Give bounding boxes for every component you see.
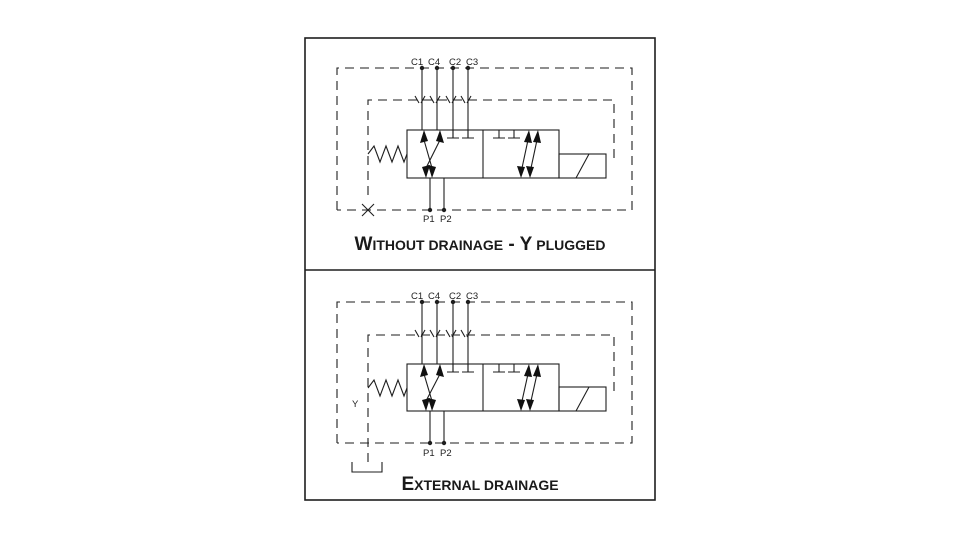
port-dot <box>441 440 447 446</box>
port-dot <box>419 299 425 305</box>
solenoid-coil-mark <box>575 153 590 179</box>
port-dot <box>427 207 433 213</box>
flow-arrows-right <box>517 130 541 178</box>
top-ports <box>414 299 472 372</box>
blocked-port-marks <box>493 130 520 139</box>
flow-arrows-right <box>517 364 541 411</box>
port-label-p2: P2 <box>440 214 452 225</box>
caption-external-drainage: EXTERNAL DRAINAGE <box>401 474 558 495</box>
port-label-c3: C3 <box>466 291 478 302</box>
panel-without-drainage: C1 C4 C2 C3 <box>336 57 633 255</box>
port-dot <box>441 207 447 213</box>
port-label-p1: P1 <box>423 448 435 459</box>
blocked-port-marks <box>447 130 474 139</box>
port-dot <box>434 299 440 305</box>
port-label-p1: P1 <box>423 214 435 225</box>
port-dot <box>427 440 433 446</box>
port-dot <box>450 65 456 71</box>
port-dot <box>465 65 471 71</box>
flow-arrows-left <box>420 130 444 178</box>
port-dot <box>434 65 440 71</box>
flow-arrows-left <box>420 364 444 411</box>
outer-frame <box>304 37 656 501</box>
port-label-c2: C2 <box>449 291 461 302</box>
plug-x-symbol <box>361 203 375 217</box>
drain-line-inner <box>367 334 615 462</box>
panel-external-drainage: Y C1 C4 C2 C3 <box>336 291 633 495</box>
port-label-c3: C3 <box>466 57 478 68</box>
caption-without-drainage: WITHOUT DRAINAGE - Y PLUGGED <box>355 234 606 255</box>
port-label-c2: C2 <box>449 57 461 68</box>
port-label-c1: C1 <box>411 57 423 68</box>
solenoid-box <box>558 386 607 412</box>
pilot-line-outer <box>336 67 633 211</box>
port-dot <box>450 299 456 305</box>
spring-symbol <box>367 144 408 164</box>
drain-label-y: Y <box>352 399 359 410</box>
spring-symbol <box>367 378 408 398</box>
tank-symbol <box>351 462 383 473</box>
drain-line-inner <box>367 99 615 195</box>
solenoid-coil-mark <box>575 386 590 412</box>
port-label-c4: C4 <box>428 291 440 302</box>
port-label-c4: C4 <box>428 57 440 68</box>
port-dot <box>419 65 425 71</box>
solenoid-box <box>558 153 607 179</box>
blocked-port-marks <box>493 364 520 373</box>
port-label-p2: P2 <box>440 448 452 459</box>
port-label-c1: C1 <box>411 291 423 302</box>
top-ports <box>414 65 472 138</box>
port-dot <box>465 299 471 305</box>
blocked-port-marks <box>447 364 474 373</box>
pilot-line-outer <box>336 301 633 444</box>
